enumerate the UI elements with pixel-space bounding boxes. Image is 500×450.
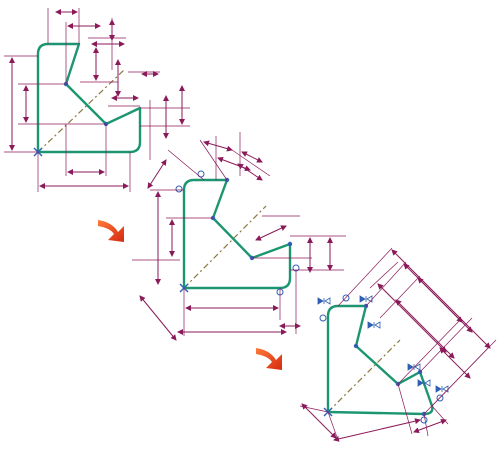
stage-2-sketch (132, 132, 346, 341)
stage-3-sketch (299, 247, 497, 442)
profile-outline (36, 42, 142, 154)
centerline (37, 69, 125, 153)
next-step-arrow-icon (256, 348, 282, 370)
dimension-lines (299, 247, 497, 442)
dimension-lines (132, 132, 346, 341)
profile-outline (182, 178, 292, 290)
profile-outline (326, 304, 434, 416)
stage-1-sketch (4, 8, 190, 192)
fix-constraint-icon (317, 295, 449, 393)
next-step-arrow-icon (98, 220, 124, 242)
tangent-constraint-icon (175, 170, 300, 296)
centerline (183, 205, 267, 289)
dimension-lines (4, 8, 190, 192)
